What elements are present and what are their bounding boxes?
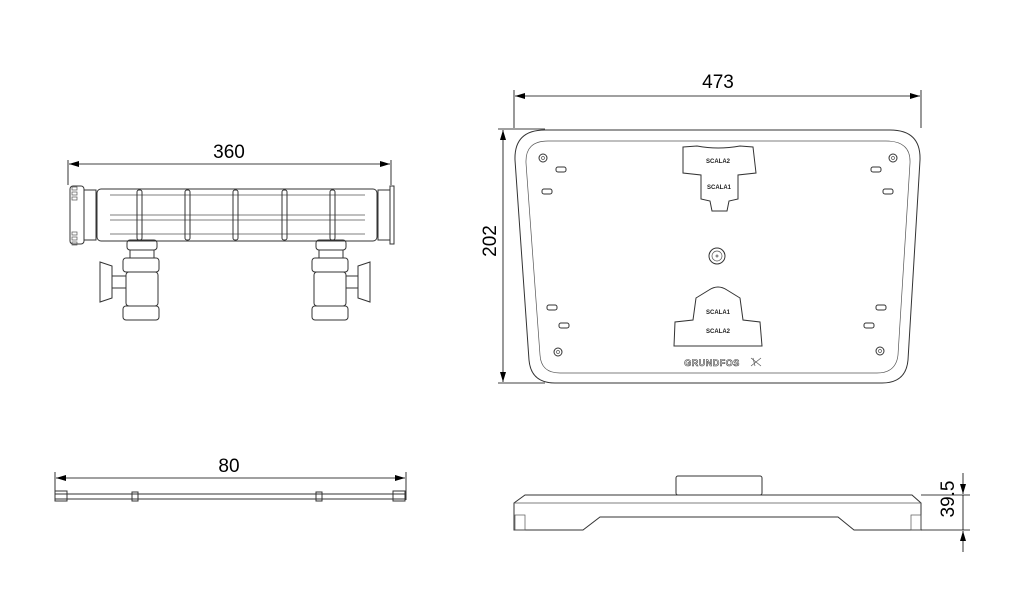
manifold-side-view: 80	[54, 456, 407, 502]
dimension-473: 473	[513, 72, 922, 128]
valve-right	[311, 239, 371, 321]
dimension-label: 202	[480, 225, 501, 257]
grundfos-logo: GRUNDFOS	[684, 358, 740, 368]
grundfos-x-icon	[750, 357, 762, 367]
insert-label: SCALA2	[706, 329, 731, 335]
dimension-202: 202	[480, 128, 545, 384]
plate-top-view: 473 202 SCALA2 SCALA1 SCALA1 SCALA2	[480, 72, 922, 384]
dimension-label: 473	[702, 72, 734, 93]
insert-label: SCALA2	[706, 159, 731, 165]
mounting-holes	[538, 153, 898, 357]
insert-label: SCALA1	[707, 185, 732, 191]
dimension-label: 360	[213, 142, 245, 163]
dimension-label: 39.5	[938, 481, 959, 518]
dimension-80: 80	[54, 456, 407, 500]
insert-label: SCALA1	[706, 310, 731, 316]
dimension-39-5: 39.5	[921, 473, 970, 552]
dimension-label: 80	[218, 456, 239, 477]
valve-left	[99, 239, 160, 321]
manifold-front-view: 360	[67, 142, 395, 321]
dimension-360: 360	[67, 142, 392, 185]
plate-side-view: 39.5	[513, 473, 970, 552]
